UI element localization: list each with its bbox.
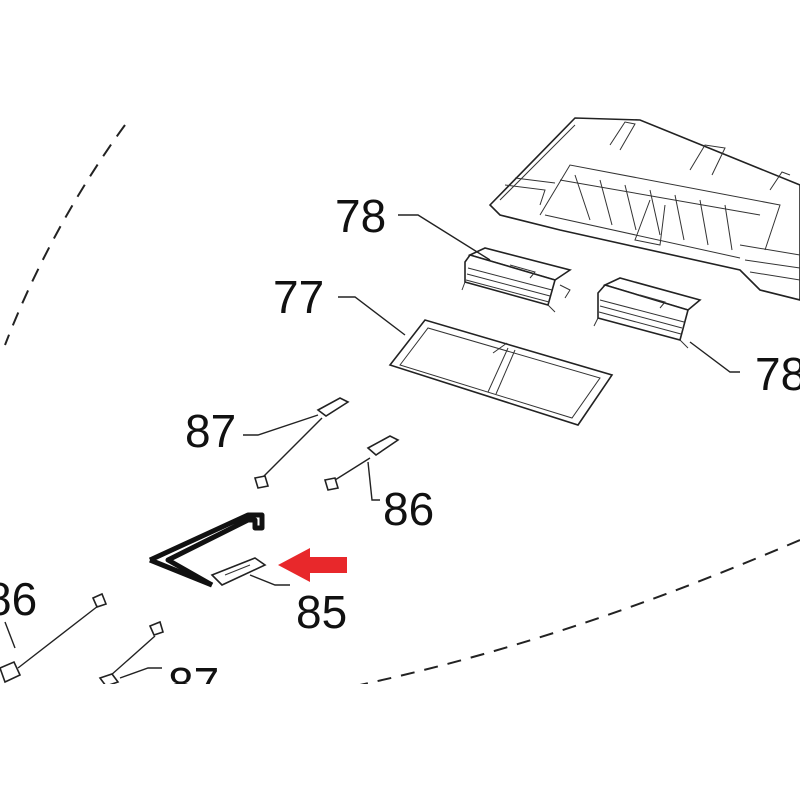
label-77: 77 xyxy=(273,271,324,323)
label-86-upper: 86 xyxy=(383,483,434,535)
label-78-left: 78 xyxy=(335,190,386,242)
part-77-frame xyxy=(388,319,614,426)
boundary-arc-left xyxy=(4,124,126,346)
part-78-grille-right xyxy=(593,277,702,349)
part-78-grille-left xyxy=(461,247,572,313)
label-87-upper: 87 xyxy=(185,405,236,457)
highlight-arrow xyxy=(278,548,347,582)
boundary-arc-right xyxy=(359,539,800,686)
housing-assembly xyxy=(488,117,800,301)
bottom-blank-area xyxy=(0,684,800,800)
part-86-cable-upper xyxy=(323,435,400,491)
part-85-harness xyxy=(148,512,267,588)
leader-lines xyxy=(4,214,740,679)
label-86-lower: 86 xyxy=(0,573,37,625)
part-86-cable-lower xyxy=(0,592,108,684)
label-78-right: 78 xyxy=(755,348,800,400)
label-85: 85 xyxy=(296,586,347,638)
part-87-cable-upper xyxy=(253,397,350,489)
part-87-cable-lower xyxy=(98,620,164,687)
